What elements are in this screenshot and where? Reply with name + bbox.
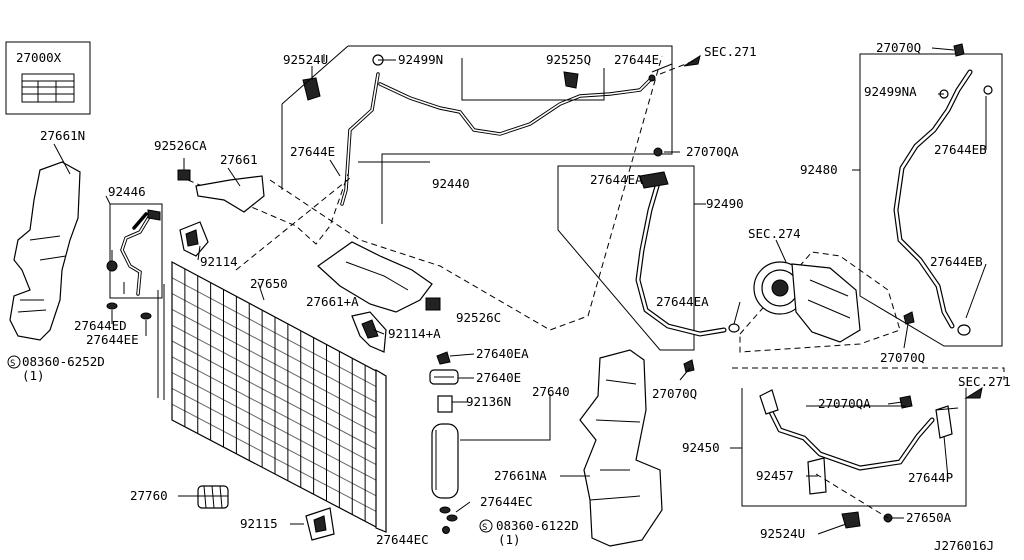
label-27070Q-top: 27070Q bbox=[876, 40, 921, 55]
label-92524U-bot: 92524U bbox=[760, 526, 805, 541]
diagram-id: J276016J bbox=[934, 538, 994, 553]
condenser-tube-line bbox=[171, 293, 379, 404]
air-guide-27661A bbox=[317, 241, 433, 313]
svg-text:S: S bbox=[482, 523, 487, 533]
label-92136N: 92136N bbox=[466, 394, 511, 409]
bracket-27661 bbox=[195, 167, 265, 213]
compressor-sec274 bbox=[739, 239, 901, 353]
label-27644EB-top: 27644EB bbox=[934, 142, 987, 157]
label-sec271-right: SEC.271 bbox=[958, 374, 1011, 389]
condenser-tube-line bbox=[171, 372, 379, 482]
condenser-27650 bbox=[157, 260, 387, 533]
screw-symbol-08360-6122D: S bbox=[479, 519, 493, 533]
leader-lines-top bbox=[187, 45, 673, 331]
label-92525Q: 92525Q bbox=[546, 52, 591, 67]
label-08360-6252D: 08360-6252D bbox=[22, 354, 105, 369]
label-92526C: 92526C bbox=[456, 310, 501, 325]
label-92114A: 92114+A bbox=[388, 326, 441, 341]
bolt-92526CA bbox=[177, 158, 191, 181]
label-92499NA: 92499NA bbox=[864, 84, 917, 99]
label-27661N: 27661N bbox=[40, 128, 85, 143]
label-27070QA-mid: 27070QA bbox=[686, 144, 739, 159]
label-27644EA-top: 27644EA bbox=[590, 172, 643, 187]
bracket-92114A bbox=[351, 311, 387, 353]
condenser-tube-line bbox=[171, 387, 379, 498]
air-guide-27661NA bbox=[579, 349, 663, 547]
screw-symbol-08360-6252D: S bbox=[7, 355, 21, 369]
label-92499N: 92499N bbox=[398, 52, 443, 67]
label-92457: 92457 bbox=[756, 468, 794, 483]
hose-92490 bbox=[557, 147, 740, 373]
label-27644E-top: 27644E bbox=[614, 52, 659, 67]
label-92114: 92114 bbox=[200, 254, 238, 269]
label-27644E-mid: 27644E bbox=[290, 144, 335, 159]
label-27650A: 27650A bbox=[906, 510, 952, 525]
label-27644EA-low: 27644EA bbox=[656, 294, 709, 309]
label-27661: 27661 bbox=[220, 152, 258, 167]
label-27640: 27640 bbox=[532, 384, 570, 399]
label-box-27000X: 27000X bbox=[5, 41, 91, 115]
label-27644P: 27644P bbox=[908, 470, 953, 485]
label-92450: 92450 bbox=[682, 440, 720, 455]
svg-text:S: S bbox=[10, 359, 15, 369]
sensor-27760 bbox=[197, 485, 229, 509]
svg-text:27000X: 27000X bbox=[16, 50, 62, 65]
label-27644EC-left: 27644EC bbox=[376, 532, 429, 547]
air-guide-27661N bbox=[9, 143, 81, 341]
label-92526CA: 92526CA bbox=[154, 138, 207, 153]
label-27661A: 27661+A bbox=[306, 294, 359, 309]
label-27644EB-low: 27644EB bbox=[930, 254, 983, 269]
label-92524U-top: 92524U bbox=[283, 52, 328, 67]
label-08360-6252D-qty: (1) bbox=[22, 368, 45, 383]
part-labels: 27661N 92524U 92499N 92525Q 27644E SEC.2… bbox=[7, 40, 1011, 553]
label-sec274: SEC.274 bbox=[748, 226, 801, 241]
label-92446: 92446 bbox=[108, 184, 146, 199]
bracket-92524U-top bbox=[302, 66, 321, 101]
condenser-tube-line bbox=[171, 403, 379, 513]
pipe-92446 bbox=[106, 203, 163, 320]
receiver-drier-27640 bbox=[429, 351, 551, 534]
condenser-tube-line bbox=[171, 356, 379, 467]
leader-lines bbox=[105, 47, 987, 535]
label-92490: 92490 bbox=[706, 196, 744, 211]
label-27760: 27760 bbox=[130, 488, 168, 503]
bracket-92114 bbox=[179, 221, 209, 257]
label-92480: 92480 bbox=[800, 162, 838, 177]
label-27070Q-low: 27070Q bbox=[652, 386, 697, 401]
label-27661NA: 27661NA bbox=[494, 468, 547, 483]
label-92115: 92115 bbox=[240, 516, 278, 531]
condenser-tube-line bbox=[171, 324, 379, 435]
label-92440: 92440 bbox=[432, 176, 470, 191]
label-27070QA-right: 27070QA bbox=[818, 396, 871, 411]
bolt-92526C bbox=[425, 297, 441, 311]
label-27070Q-right: 27070Q bbox=[880, 350, 925, 365]
condenser-tube-line bbox=[171, 277, 379, 389]
condenser-tube-line bbox=[171, 308, 379, 420]
pipe-92440 bbox=[340, 54, 656, 206]
condenser-tube-line bbox=[171, 340, 379, 451]
label-27644EE: 27644EE bbox=[86, 332, 139, 347]
label-27644EC-right: 27644EC bbox=[480, 494, 533, 509]
label-27640E: 27640E bbox=[476, 370, 521, 385]
arrow-sec271-top bbox=[659, 54, 701, 75]
label-27650: 27650 bbox=[250, 276, 288, 291]
label-08360-6122D-qty: (1) bbox=[498, 532, 521, 547]
hose-92480 bbox=[859, 43, 1003, 347]
label-sec271-top: SEC.271 bbox=[704, 44, 757, 59]
label-08360-6122D: 08360-6122D bbox=[496, 518, 579, 533]
hose-92450 bbox=[732, 367, 1005, 529]
label-27644ED: 27644ED bbox=[74, 318, 127, 333]
bracket-92115 bbox=[305, 507, 335, 541]
label-27640EA: 27640EA bbox=[476, 346, 529, 361]
